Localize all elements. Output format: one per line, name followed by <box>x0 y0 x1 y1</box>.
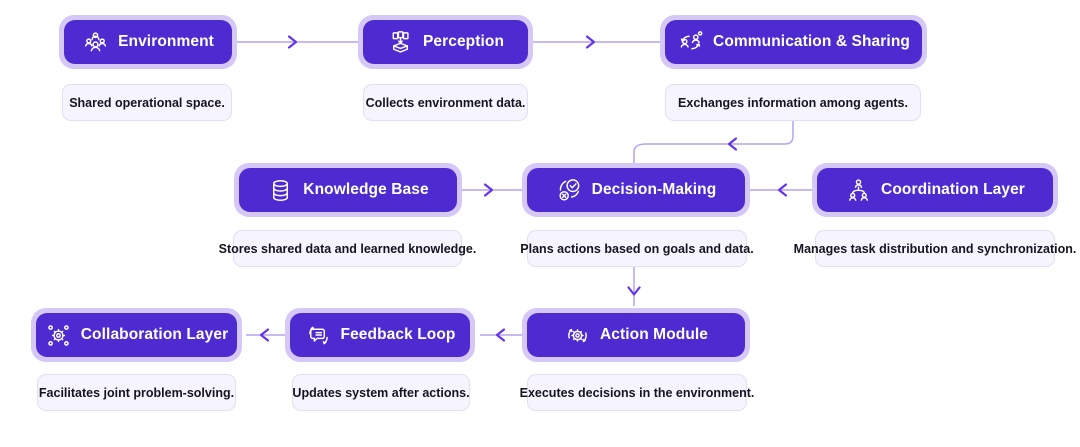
node-feedback-loop[interactable]: Feedback Loop <box>285 308 475 362</box>
node-label: Collaboration Layer <box>80 326 229 343</box>
gear-hub-icon <box>45 322 72 349</box>
desc-environment: Shared operational space. <box>62 84 232 121</box>
desc-feedback-loop: Updates system after actions. <box>292 374 470 411</box>
node-label: Knowledge Base <box>303 181 429 198</box>
desc-text: Facilitates joint problem-solving. <box>38 385 235 400</box>
node-label: Communication & Sharing <box>713 33 910 50</box>
node-label: Feedback Loop <box>340 326 456 343</box>
desc-collaboration-layer: Facilitates joint problem-solving. <box>37 374 236 411</box>
desc-perception: Collects environment data. <box>363 84 528 121</box>
node-perception[interactable]: Perception <box>358 15 533 69</box>
people-group-icon <box>82 29 109 56</box>
desc-text: Executes decisions in the environment. <box>519 385 755 400</box>
arrowhead-down-icon <box>627 286 641 296</box>
arrowhead-left-icon <box>259 328 270 342</box>
node-communication-sharing[interactable]: Communication & Sharing <box>660 15 927 69</box>
data-collection-icon <box>387 29 414 56</box>
edge-communication-to-decision-making <box>633 121 794 163</box>
desc-text: Manages task distribution and synchroniz… <box>793 241 1077 256</box>
node-coordination-layer[interactable]: Coordination Layer <box>812 163 1058 217</box>
desc-knowledge-base: Stores shared data and learned knowledge… <box>219 230 476 267</box>
arrowhead-left-icon <box>777 183 788 197</box>
node-environment[interactable]: Environment <box>59 15 237 69</box>
desc-text: Collects environment data. <box>365 95 526 110</box>
database-icon <box>267 177 294 204</box>
check-cross-decision-icon <box>556 177 583 204</box>
chat-loop-icon <box>305 322 332 349</box>
node-action-module[interactable]: Action Module <box>522 308 750 362</box>
people-hierarchy-icon <box>845 177 872 204</box>
desc-coordination-layer: Manages task distribution and synchroniz… <box>794 230 1076 267</box>
desc-action-module: Executes decisions in the environment. <box>520 374 754 411</box>
node-label: Environment <box>118 33 214 50</box>
node-label: Decision-Making <box>591 181 717 198</box>
desc-communication-sharing: Exchanges information among agents. <box>665 84 921 121</box>
arrowhead-left-icon <box>495 328 506 342</box>
node-label: Action Module <box>599 326 709 343</box>
node-knowledge-base[interactable]: Knowledge Base <box>234 163 462 217</box>
arrowhead-right-icon <box>287 35 298 49</box>
desc-text: Updates system after actions. <box>292 385 470 400</box>
node-label: Perception <box>422 33 505 50</box>
desc-text: Exchanges information among agents. <box>678 95 908 110</box>
desc-text: Plans actions based on goals and data. <box>520 241 754 256</box>
arrowhead-right-icon <box>483 183 494 197</box>
people-sharing-icon <box>677 29 704 56</box>
desc-text: Stores shared data and learned knowledge… <box>218 241 477 256</box>
node-collaboration-layer[interactable]: Collaboration Layer <box>31 308 242 362</box>
arrowhead-left-icon <box>727 137 738 151</box>
node-decision-making[interactable]: Decision-Making <box>522 163 750 217</box>
arrowhead-right-icon <box>585 35 596 49</box>
desc-decision-making: Plans actions based on goals and data. <box>520 230 754 267</box>
node-label: Coordination Layer <box>881 181 1025 198</box>
desc-text: Shared operational space. <box>69 95 225 110</box>
gear-sync-icon <box>564 322 591 349</box>
